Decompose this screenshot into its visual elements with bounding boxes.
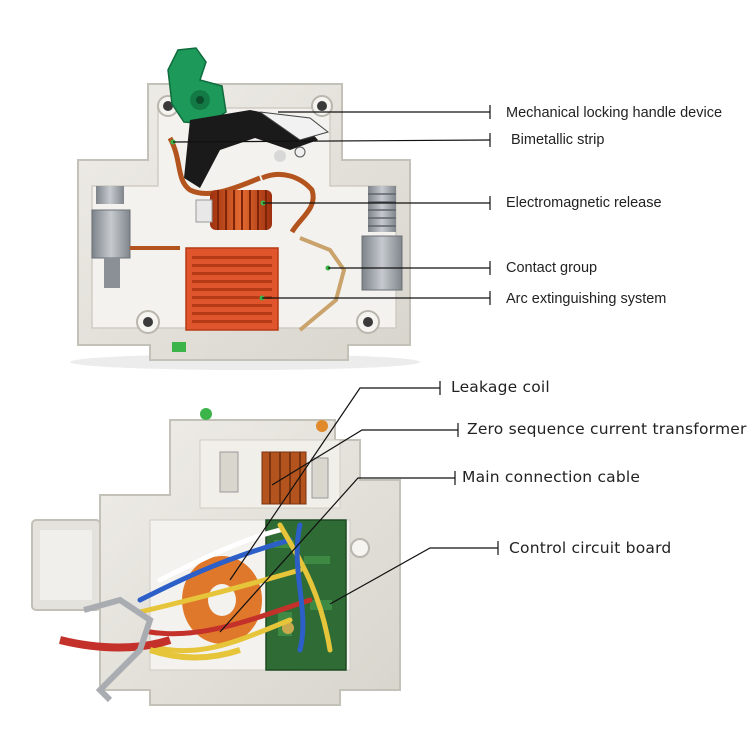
left-terminal bbox=[91, 186, 131, 288]
rcd-module-illustration bbox=[31, 408, 401, 706]
label-contact-group: Contact group bbox=[506, 260, 598, 276]
arc-chute bbox=[185, 247, 279, 331]
trip-mechanism bbox=[184, 110, 330, 188]
label-electromagnetic-release: Electromagnetic release bbox=[506, 195, 662, 211]
main-connection-cable bbox=[137, 522, 333, 654]
label-control-circuit-board: Control circuit board bbox=[509, 539, 672, 557]
rcd-leader-lines bbox=[219, 381, 499, 633]
electromagnetic-coil bbox=[195, 190, 272, 230]
right-terminal bbox=[361, 186, 403, 291]
contact-arm bbox=[298, 236, 347, 332]
circuit-breaker-illustration bbox=[70, 47, 420, 370]
bimetallic-strip bbox=[167, 136, 261, 196]
label-leakage-coil: Leakage coil bbox=[451, 378, 550, 396]
metal-clip bbox=[83, 596, 154, 703]
label-arc-extinguishing-system: Arc extinguishing system bbox=[506, 291, 667, 307]
label-mechanical-locking-handle: Mechanical locking handle device bbox=[506, 105, 723, 121]
label-main-connection-cable: Main connection cable bbox=[462, 468, 641, 486]
label-bimetallic-strip: Bimetallic strip bbox=[511, 132, 605, 148]
breaker-leader-lines bbox=[172, 105, 491, 305]
label-zero-sequence-transformer: Zero sequence current transformer bbox=[467, 420, 747, 438]
handle-lever bbox=[167, 47, 227, 125]
